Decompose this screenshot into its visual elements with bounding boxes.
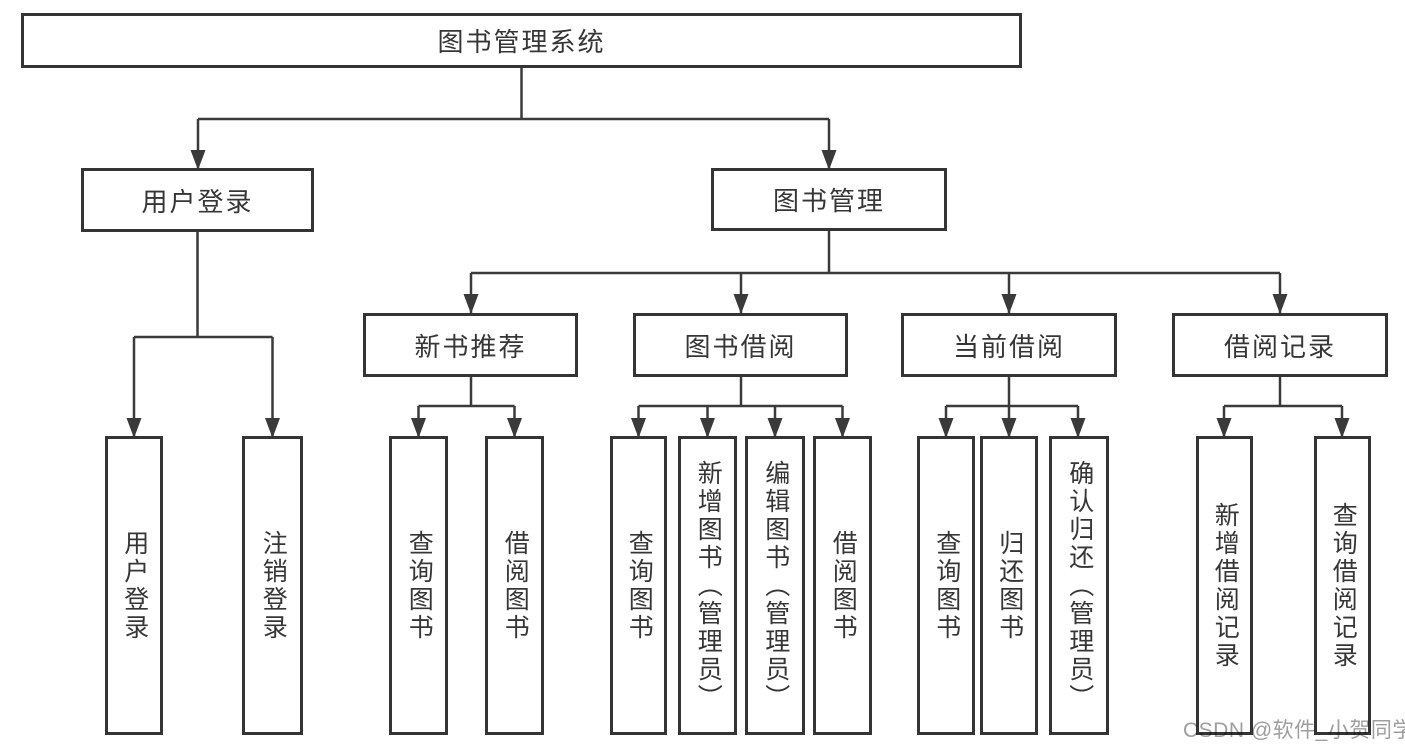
leaf-query-books-recommend-label: 查询图书 [405, 529, 434, 642]
leaf-confirm-return-admin: 确认归还（管理员） [1049, 436, 1109, 735]
leaf-user-login: 用户登录 [105, 436, 163, 735]
leaf-add-book-admin: 新增图书（管理员） [678, 436, 737, 735]
leaf-return-book: 归还图书 [980, 436, 1038, 735]
leaf-add-book-admin-label: 新增图书（管理员） [694, 459, 723, 712]
node-book-management: 图书管理 [711, 168, 947, 231]
leaf-query-books-current-label: 查询图书 [932, 529, 961, 642]
node-root: 图书管理系统 [21, 13, 1022, 68]
leaf-logout-label: 注销登录 [259, 529, 288, 642]
leaf-borrow-books: 借阅图书 [813, 436, 872, 735]
leaf-add-borrow-record-label: 新增借阅记录 [1211, 501, 1240, 670]
node-new-book-recommendation: 新书推荐 [363, 313, 578, 377]
node-current-borrowing-label: 当前借阅 [952, 331, 1065, 362]
leaf-logout: 注销登录 [242, 436, 303, 735]
node-borrowing-records: 借阅记录 [1172, 313, 1388, 377]
leaf-borrow-books-label: 借阅图书 [829, 529, 858, 642]
leaf-query-books-borrowing-label: 查询图书 [625, 529, 654, 642]
leaf-edit-book-admin: 编辑图书（管理员） [745, 436, 805, 735]
leaf-user-login-label: 用户登录 [120, 529, 149, 642]
leaf-return-book-label: 归还图书 [995, 529, 1024, 642]
leaf-borrow-books-recommend-label: 借阅图书 [501, 529, 530, 642]
node-book-borrowing-label: 图书借阅 [684, 331, 797, 362]
node-borrowing-records-label: 借阅记录 [1223, 331, 1336, 362]
leaf-add-borrow-record: 新增借阅记录 [1196, 436, 1253, 735]
node-book-borrowing: 图书借阅 [633, 313, 848, 377]
leaf-query-books-recommend: 查询图书 [389, 436, 448, 735]
leaf-query-books-current: 查询图书 [917, 436, 975, 735]
node-book-management-label: 图书管理 [772, 186, 885, 216]
leaf-edit-book-admin-label: 编辑图书（管理员） [761, 459, 790, 712]
node-user-login-label: 用户登录 [141, 186, 254, 217]
node-user-login: 用户登录 [81, 168, 314, 232]
leaf-query-borrow-record-label: 查询借阅记录 [1329, 501, 1358, 670]
node-current-borrowing: 当前借阅 [901, 313, 1117, 377]
node-new-book-recommendation-label: 新书推荐 [414, 331, 527, 362]
leaf-query-borrow-record: 查询借阅记录 [1314, 436, 1371, 735]
leaf-query-books-borrowing: 查询图书 [610, 436, 667, 735]
node-root-label: 图书管理系统 [437, 27, 606, 57]
csdn-watermark: CSDN @软件_小贺同学 [1183, 719, 1405, 742]
leaf-confirm-return-admin-label: 确认归还（管理员） [1065, 459, 1094, 712]
leaf-borrow-books-recommend: 借阅图书 [485, 436, 544, 735]
